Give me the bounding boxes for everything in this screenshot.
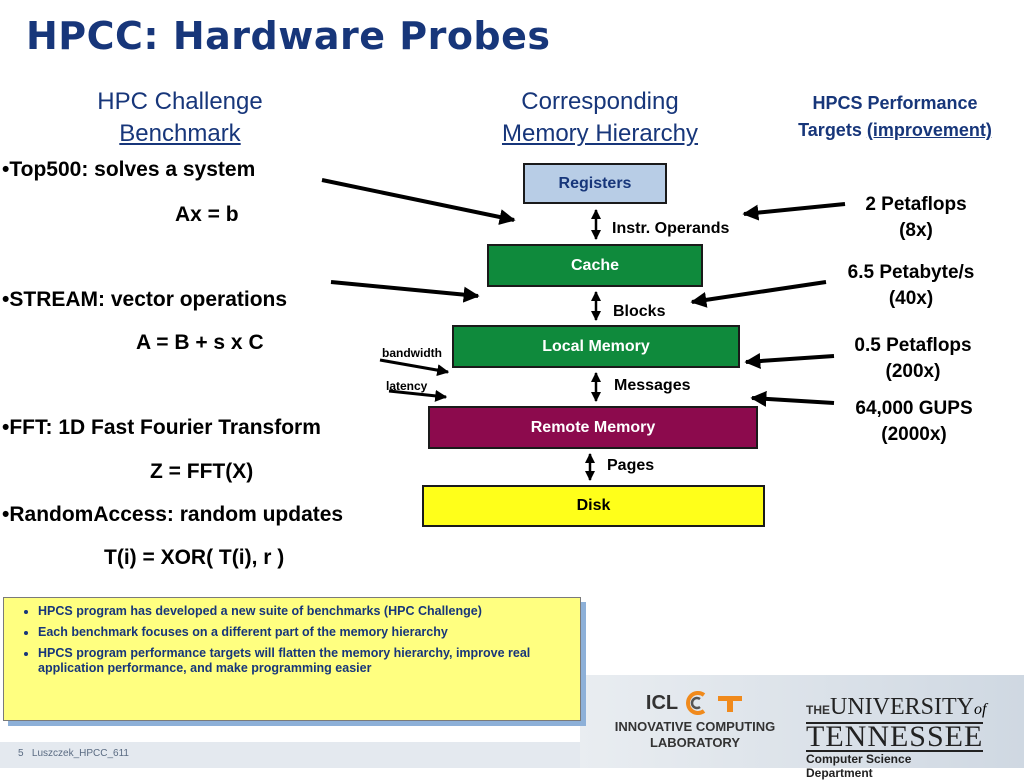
icl-logo: ICL INNOVATIVE COMPUTING LABORATORY xyxy=(612,687,778,761)
arrow-bandwidth xyxy=(379,358,450,377)
target-improvement: (200x) xyxy=(885,361,941,382)
transfer-label-pages: Pages xyxy=(607,457,655,474)
summary-note-item: HPCS program has developed a new suite o… xyxy=(38,604,570,619)
memory-heading-line1: Corresponding xyxy=(521,88,679,115)
ut-university: UNIVERSITY xyxy=(830,694,974,720)
benchmark-name: Top500: solves a system xyxy=(9,158,256,181)
ut-logo-line1: THEUNIVERSITYof xyxy=(806,695,986,722)
target-6-5-petabytes: 6.5 Petabyte/s (40x) xyxy=(826,260,996,312)
targets-column-heading: HPCS Performance Targets (improvement) xyxy=(770,90,1020,144)
slide-footer: 5 Luszczek_HPCC_611 xyxy=(18,748,129,759)
hierarchy-level-remote-memory: Remote Memory xyxy=(428,406,758,449)
arrow-target-cache xyxy=(690,280,827,308)
benchmark-item-top500: •Top500: solves a system xyxy=(2,158,255,182)
transfer-label-blocks: Blocks xyxy=(613,303,666,320)
icl-logo-mark: ICL xyxy=(612,687,778,719)
hierarchy-level-cache: Cache xyxy=(487,244,703,287)
target-improvement: (40x) xyxy=(888,288,934,309)
targets-heading-line2: Targets (improvement) xyxy=(770,117,1020,144)
slide-number: 5 xyxy=(18,748,24,759)
benchmark-equation: Ax = b xyxy=(175,203,239,226)
benchmark-item-randomaccess: •RandomAccess: random updates xyxy=(2,503,343,527)
benchmark-equation: Z = FFT(X) xyxy=(150,460,254,483)
arrow-latency xyxy=(388,389,448,402)
icl-swirl-icon xyxy=(686,691,706,715)
bullet-glyph: • xyxy=(2,503,10,526)
benchmark-name: RandomAccess: random updates xyxy=(9,503,344,526)
bullet-glyph: • xyxy=(2,158,10,181)
arrow-target-registers xyxy=(742,202,846,221)
targets-heading-improvement: (improvement) xyxy=(866,120,992,140)
icl-line1: INNOVATIVE COMPUTING xyxy=(614,719,776,734)
benchmark-name: FFT: 1D Fast Fourier Transform xyxy=(9,416,321,439)
slide-id: Luszczek_HPCC_611 xyxy=(31,748,129,759)
benchmark-column-heading: HPC Challenge Benchmark xyxy=(60,86,300,150)
ut-power-t-icon xyxy=(718,696,743,712)
footer-band-left xyxy=(0,742,580,768)
hierarchy-level-local-memory: Local Memory xyxy=(452,325,740,368)
icl-logo-text: ICL xyxy=(645,691,679,714)
hierarchy-level-disk: Disk xyxy=(422,485,765,527)
target-64000-gups: 64,000 GUPS (2000x) xyxy=(836,396,992,448)
icl-line2: LABORATORY xyxy=(649,735,741,750)
latency-label: latency xyxy=(386,379,428,393)
target-value: 2 Petaflops xyxy=(865,194,967,215)
target-improvement: (2000x) xyxy=(881,424,947,445)
benchmark-item-fft: •FFT: 1D Fast Fourier Transform xyxy=(2,416,321,440)
benchmark-equation: A = B + s x C xyxy=(136,331,264,354)
summary-note-item: HPCS program performance targets will fl… xyxy=(38,646,570,676)
targets-heading-line1: HPCS Performance xyxy=(812,93,978,113)
ut-of: of xyxy=(974,701,987,718)
memory-column-heading: Corresponding Memory Hierarchy xyxy=(460,86,740,150)
ut-tennessee: TENNESSEE xyxy=(806,720,984,753)
page-title: HPCC: Hardware Probes xyxy=(26,14,551,58)
target-value: 6.5 Petabyte/s xyxy=(847,262,975,283)
bullet-glyph: • xyxy=(2,288,10,311)
summary-note-item: Each benchmark focuses on a different pa… xyxy=(38,625,570,640)
bullet-glyph: • xyxy=(2,416,10,439)
target-value: 64,000 GUPS xyxy=(855,398,973,419)
target-value: 0.5 Petaflops xyxy=(854,335,972,356)
arrow-target-remote-memory xyxy=(750,390,835,407)
summary-note-list: HPCS program has developed a new suite o… xyxy=(14,604,570,676)
target-2-petaflops: 2 Petaflops (8x) xyxy=(848,192,984,244)
transfer-label-instr-operands: Instr. Operands xyxy=(612,220,730,237)
summary-note-box: HPCS program has developed a new suite o… xyxy=(3,597,581,721)
targets-heading-line2a: Targets xyxy=(798,120,867,140)
hierarchy-level-registers: Registers xyxy=(523,163,667,204)
ut-logo: THEUNIVERSITYof TENNESSEE Computer Scien… xyxy=(806,695,986,780)
memory-heading-line2: Memory Hierarchy xyxy=(501,120,699,147)
ut-department: Computer Science Department xyxy=(806,752,912,780)
benchmark-heading-line1: HPC Challenge xyxy=(97,88,263,115)
footer-band-right xyxy=(580,675,1024,768)
benchmark-heading-line2: Benchmark xyxy=(119,120,241,147)
transfer-label-messages: Messages xyxy=(614,377,691,394)
ut-the: THE xyxy=(806,703,830,717)
arrow-target-local-memory xyxy=(744,353,835,370)
benchmark-name: STREAM: vector operations xyxy=(9,288,288,311)
bandwidth-label: bandwidth xyxy=(382,346,442,360)
target-improvement: (8x) xyxy=(899,220,933,241)
arrow-top500-to-registers xyxy=(321,178,516,225)
benchmark-equation: T(i) = XOR( T(i), r ) xyxy=(104,546,285,569)
benchmark-item-stream: •STREAM: vector operations xyxy=(2,288,287,312)
target-0-5-petaflops: 0.5 Petaflops (200x) xyxy=(836,333,990,385)
arrow-stream-to-cache xyxy=(330,280,480,303)
